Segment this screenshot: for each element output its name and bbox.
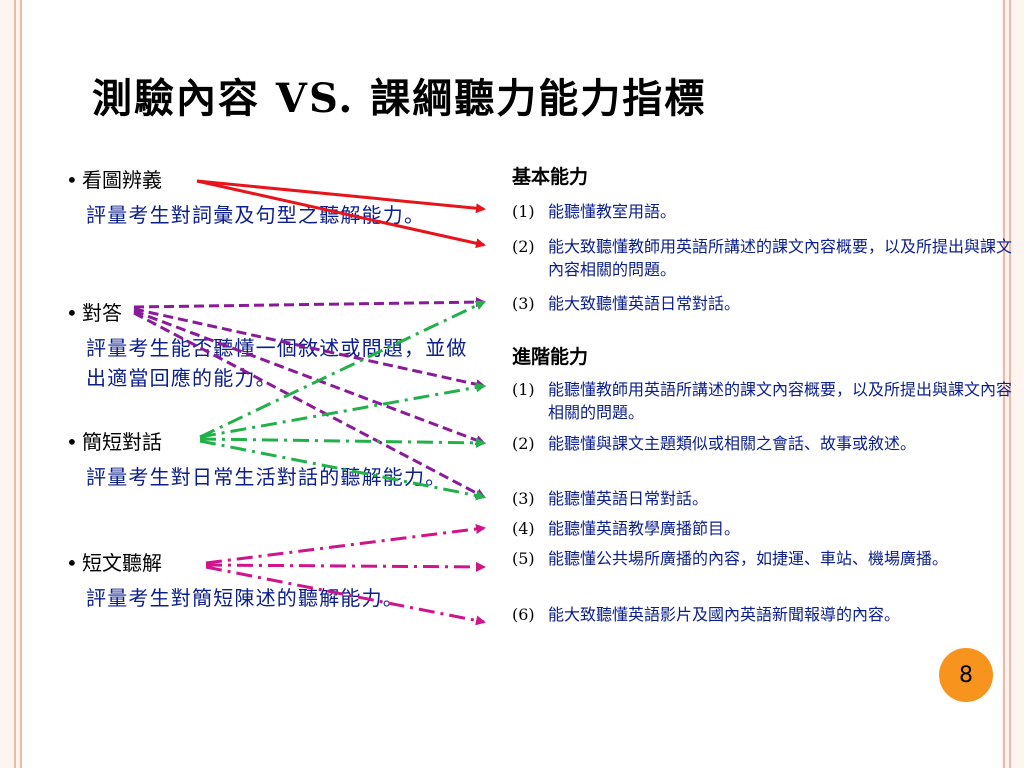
item-number: (6) [512, 605, 535, 624]
decorative-rail-left-outer [14, 0, 16, 768]
test-item-description: 評量考生能否聽懂一個敘述或問題，並做出適當回應的能力。 [86, 336, 468, 390]
advanced-item-6: (6) 能大致聽懂英語影片及國內英語新聞報導的內容。 [512, 603, 1017, 626]
arrow-dialogue-to-advanced-3 [199, 439, 486, 501]
item-text: 能聽懂公共場所廣播的內容，如捷運、車站、機場廣播。 [548, 549, 949, 568]
bullet: • [66, 301, 78, 325]
item-text: 能聽懂教室用語。 [548, 202, 677, 221]
test-item-heading: 看圖辨義 [82, 168, 162, 192]
test-item-short-passage: •短文聽解 評量考生對簡短陳述的聽解能力。 [66, 549, 486, 613]
slide-title: 測驗內容 VS. 課綱聽力能力指標 [92, 75, 707, 122]
arrow-response-to-advanced-2 [133, 309, 486, 445]
page-number: 8 [959, 662, 973, 688]
advanced-item-4: (4) 能聽懂英語教學廣播節目。 [512, 517, 1017, 540]
item-number: (2) [512, 237, 535, 256]
page-number-badge: 8 [939, 648, 993, 702]
basic-item-3: (3) 能大致聽懂英語日常對話。 [512, 292, 1017, 315]
arrow-passage-to-advanced-4 [205, 524, 486, 565]
arrow-response-to-basic-3 [133, 297, 486, 309]
test-item-picture: •看圖辨義 評量考生對詞彙及句型之聽解能力。 [66, 166, 486, 230]
arrow-response-to-advanced-3 [133, 311, 486, 499]
test-item-heading: 對答 [82, 301, 122, 325]
item-number: (2) [512, 434, 535, 453]
test-item-description: 評量考生對詞彙及句型之聽解能力。 [86, 203, 426, 227]
item-text: 能大致聽懂教師用英語所講述的課文內容概要，以及所提出與課文內容相關的問題。 [548, 237, 1013, 279]
advanced-item-1: (1) 能聽懂教師用英語所講述的課文內容概要，以及所提出與課文內容相關的問題。 [512, 378, 1017, 422]
item-number: (1) [512, 202, 535, 221]
test-item-response: •對答 評量考生能否聽懂一個敘述或問題，並做出適當回應的能力。 [66, 299, 486, 393]
arrow-picture-to-basic-1 [196, 179, 486, 214]
arrow-picture-to-basic-2 [196, 179, 486, 249]
basic-item-2: (2) 能大致聽懂教師用英語所講述的課文內容概要，以及所提出與課文內容相關的問題。 [512, 235, 1017, 279]
basic-item-1: (1) 能聽懂教室用語。 [512, 200, 1017, 223]
decorative-rail-left-inner [20, 0, 22, 768]
arrow-dialogue-to-advanced-2 [199, 437, 486, 448]
test-item-heading: 短文聽解 [82, 551, 162, 575]
item-number: (4) [512, 519, 535, 538]
item-text: 能聽懂英語教學廣播節目。 [548, 519, 741, 538]
slide: 測驗內容 VS. 課綱聽力能力指標 •看圖辨義 評量考生對詞彙及句型之聽解能力。… [22, 0, 1012, 768]
advanced-item-5: (5) 能聽懂公共場所廣播的內容，如捷運、車站、機場廣播。 [512, 547, 1017, 570]
advanced-item-3: (3) 能聽懂英語日常對話。 [512, 487, 1017, 510]
item-number: (3) [512, 294, 535, 313]
item-number: (3) [512, 489, 535, 508]
arrow-dialogue-to-basic-3 [199, 300, 486, 439]
test-item-description: 評量考生對簡短陳述的聽解能力。 [86, 586, 404, 610]
decorative-rail-right-outer [1009, 0, 1011, 768]
arrow-passage-to-advanced-5 [205, 561, 486, 572]
item-text: 能大致聽懂英語影片及國內英語新聞報導的內容。 [548, 605, 901, 624]
advanced-item-2: (2) 能聽懂與課文主題類似或相關之會話、故事或敘述。 [512, 432, 1017, 455]
item-text: 能大致聽懂英語日常對話。 [548, 294, 741, 313]
item-text: 能聽懂教師用英語所講述的課文內容概要，以及所提出與課文內容相關的問題。 [548, 380, 1013, 422]
item-number: (5) [512, 549, 535, 568]
bullet: • [66, 551, 78, 575]
bullet: • [66, 430, 78, 454]
arrow-dialogue-to-advanced-1 [199, 382, 486, 439]
arrow-response-to-advanced-1 [133, 307, 486, 390]
item-number: (1) [512, 380, 535, 399]
decorative-rail-right-inner [1003, 0, 1005, 768]
advanced-abilities-heading: 進階能力 [512, 346, 589, 368]
item-text: 能聽懂與課文主題類似或相關之會話、故事或敘述。 [548, 434, 917, 453]
item-text: 能聽懂英語日常對話。 [548, 489, 709, 508]
basic-abilities-heading: 基本能力 [512, 166, 589, 188]
test-item-heading: 簡短對話 [82, 430, 162, 454]
arrow-passage-to-advanced-6 [205, 565, 486, 626]
bullet: • [66, 168, 78, 192]
